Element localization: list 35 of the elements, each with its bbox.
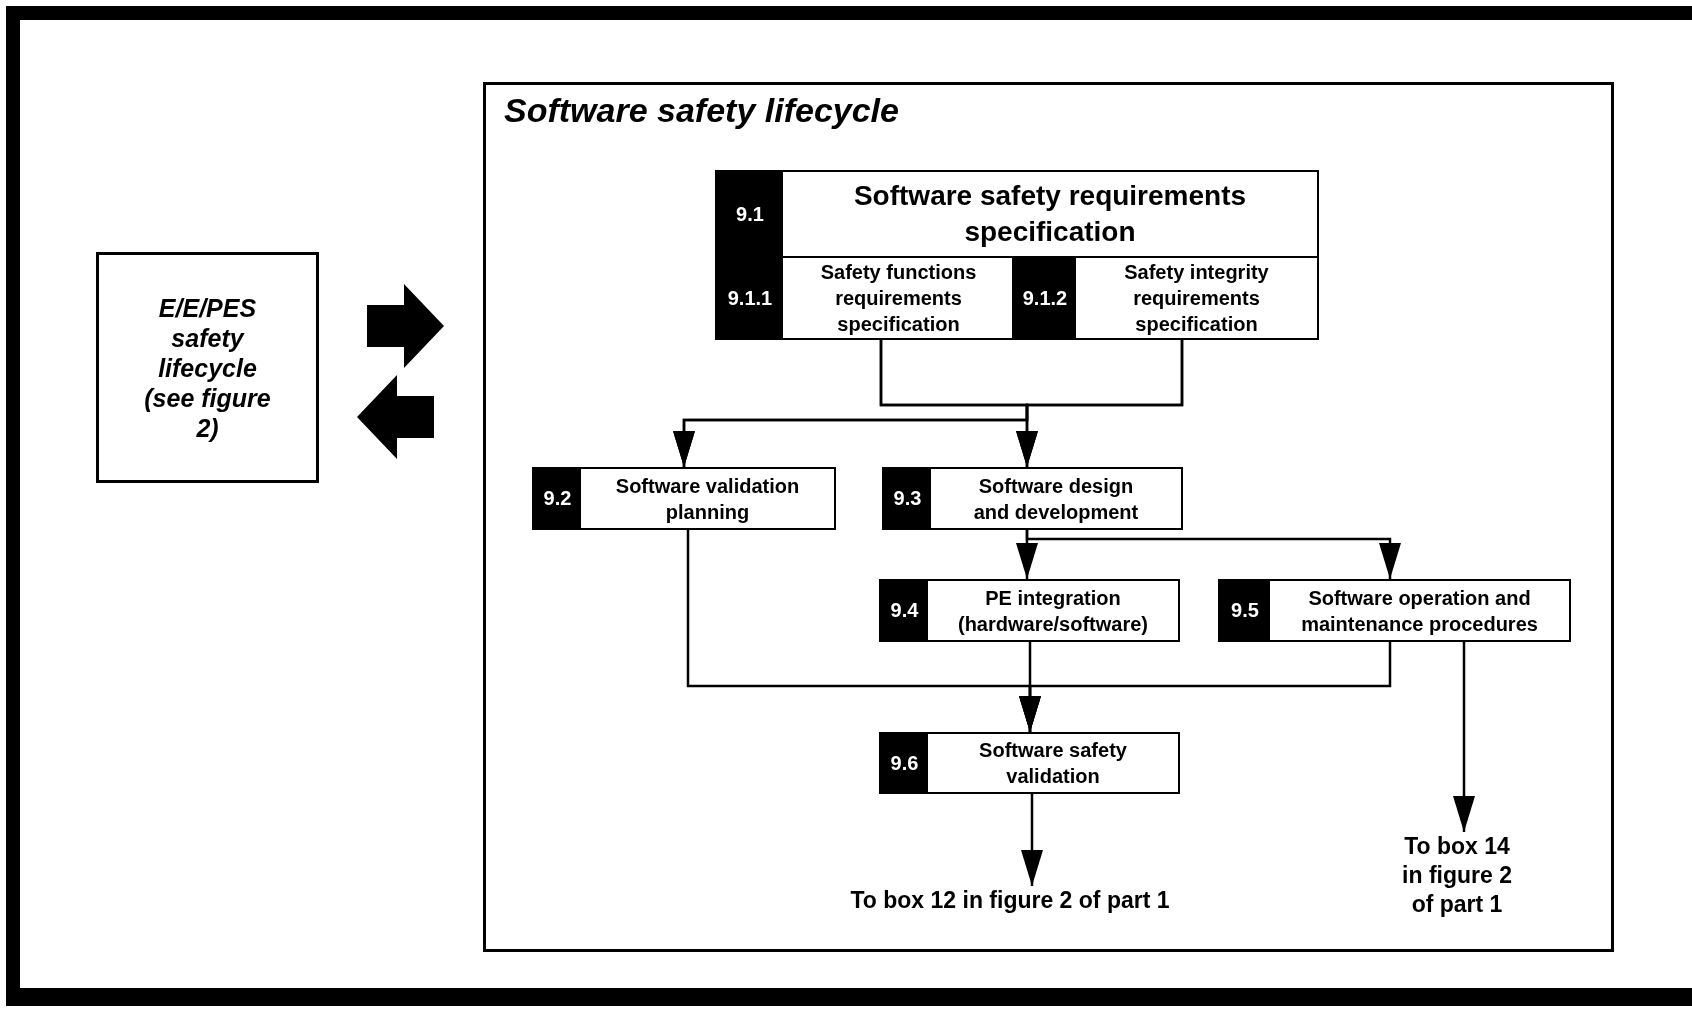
box-number: 9.3: [893, 487, 922, 510]
box-label: Software design and development: [972, 473, 1140, 525]
box-number: 9.1.1: [727, 286, 773, 310]
box-label: Safety integrity requirements specification: [1123, 260, 1270, 337]
arrow: [1019, 642, 1392, 732]
block-arrow: [367, 284, 444, 368]
lifecycle-box: E/E/PES safety lifecycle (see figure 2): [96, 252, 319, 483]
box-label: Software validation planning: [614, 473, 801, 525]
box-number: 9.2: [543, 487, 572, 510]
box-number: 9.5: [1231, 599, 1259, 622]
box-number: 9.6: [890, 751, 919, 775]
arrow: [1453, 642, 1475, 832]
box-label: PE integration (hardware/software): [956, 585, 1150, 637]
target-text: To box 12 in figure 2 of part 1: [820, 886, 1200, 920]
box-label: Safety functions requirements specification: [819, 260, 978, 337]
box-number: 9.1.2: [1022, 286, 1068, 310]
process-box: [882, 467, 1183, 530]
frame-title: Software safety lifecycle: [504, 91, 899, 130]
box-label: Software safety validation: [978, 738, 1128, 789]
lifecycle-frame: [483, 82, 1614, 952]
process-box: [1012, 256, 1319, 340]
arrow: [1025, 530, 1401, 579]
box-label: Software safety requirements specification: [852, 178, 1248, 249]
arrow: [1016, 340, 1184, 467]
process-box: [1218, 579, 1571, 642]
block-arrow: [357, 375, 434, 459]
process-box: [532, 467, 836, 530]
process-box: [879, 732, 1180, 794]
box-number: 9.4: [890, 599, 919, 622]
arrow: [1021, 794, 1043, 886]
box-number: 9.1: [736, 202, 764, 226]
process-box: [715, 170, 1319, 258]
target-text: To box 14 in figure 2 of part 1: [1397, 832, 1517, 920]
box-label: Software operation and maintenance procedures: [1300, 585, 1539, 637]
process-box: [879, 579, 1180, 642]
